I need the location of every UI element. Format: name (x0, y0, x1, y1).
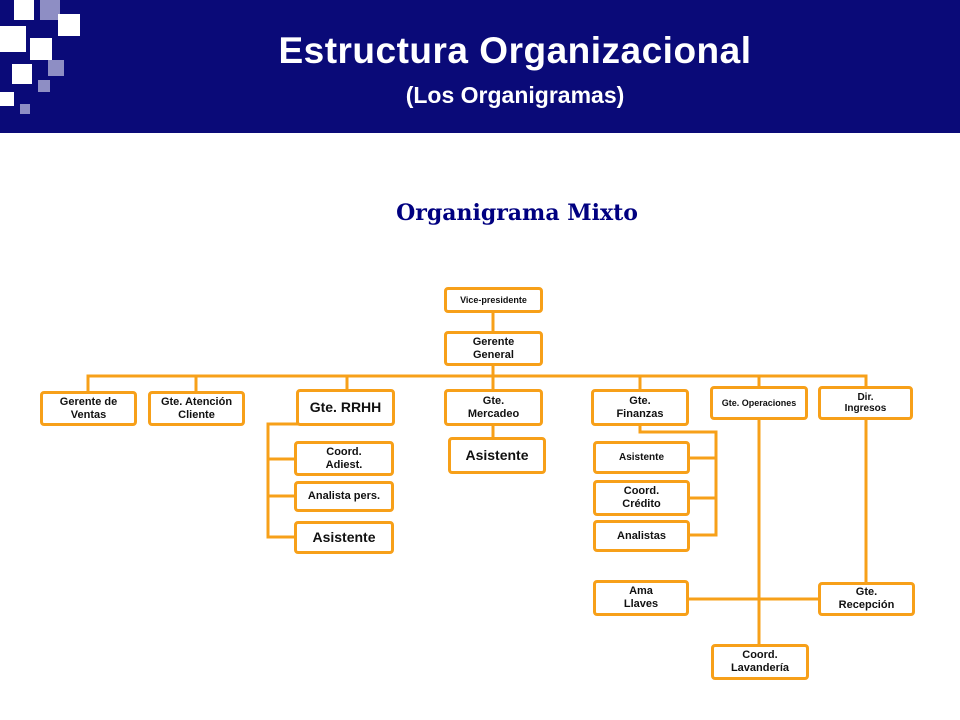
header-bar: Estructura Organizacional (Los Organigra… (0, 0, 960, 133)
node-asistente-finanzas: Asistente (593, 441, 690, 474)
page-title: Estructura Organizacional (278, 30, 752, 71)
node-gte-operaciones: Gte. Operaciones (710, 386, 808, 420)
node-coord-credito: Coord. Crédito (593, 480, 690, 516)
decorative-square (12, 64, 32, 84)
node-vicepresidente: Vice-presidente (444, 287, 543, 313)
node-gerente-general: Gerente General (444, 331, 543, 366)
decorative-square (0, 26, 26, 52)
decorative-square (58, 14, 80, 36)
node-gerente-ventas: Gerente de Ventas (40, 391, 137, 426)
node-gte-mercadeo: Gte. Mercadeo (444, 389, 543, 426)
connector-finanzas-branch (638, 422, 718, 537)
node-asistente-mercadeo: Asistente (448, 437, 546, 474)
connector-rrhh-branch (266, 422, 300, 539)
decorative-square (30, 38, 52, 60)
decorative-square (0, 92, 14, 106)
decorative-square (48, 60, 64, 76)
node-gte-recepcion: Gte. Recepción (818, 582, 915, 616)
node-analista-pers: Analista pers. (294, 481, 394, 512)
decorative-square (20, 104, 30, 114)
decorative-square (40, 0, 60, 20)
decorative-square (38, 80, 50, 92)
node-gte-finanzas: Gte. Finanzas (591, 389, 689, 426)
decorative-square (14, 0, 34, 20)
node-coord-lavanderia: Coord. Lavandería (711, 644, 809, 680)
node-asistente-rrhh: Asistente (294, 521, 394, 554)
node-ama-llaves: Ama Llaves (593, 580, 689, 616)
node-dir-ingresos: Dir. Ingresos (818, 386, 913, 420)
diagram-title: Organigrama Mixto (396, 200, 638, 226)
node-coord-adiest: Coord. Adiest. (294, 441, 394, 476)
node-gte-atencion-cliente: Gte. Atención Cliente (148, 391, 245, 426)
node-gte-rrhh: Gte. RRHH (296, 389, 395, 426)
node-analistas: Analistas (593, 520, 690, 552)
page-subtitle: (Los Organigramas) (405, 82, 625, 108)
